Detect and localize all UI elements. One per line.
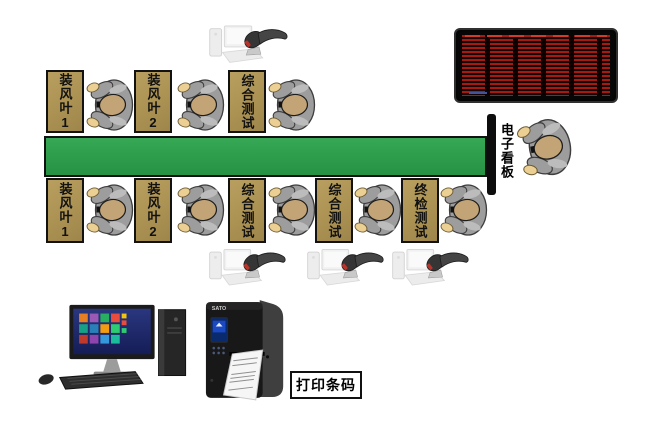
- worker-icon: [84, 78, 134, 132]
- print-barcode-caption: 打印条码: [290, 371, 362, 399]
- led-display-content: [462, 35, 610, 96]
- kanban-mount-bar: [487, 114, 496, 195]
- label-printer-icon: [203, 296, 291, 406]
- station-top-1: 装风叶1: [46, 70, 84, 133]
- station-bottom-1: 装风叶1: [46, 178, 84, 243]
- pc-scanner-icon: [207, 248, 289, 290]
- pc-scanner-icon: [305, 248, 387, 290]
- station-top-2: 装风叶2: [134, 70, 172, 133]
- station-bottom-3: 综合测试: [228, 178, 266, 243]
- worker-icon: [266, 183, 316, 237]
- worker-icon: [175, 183, 225, 237]
- kanban-label: 电子看板: [499, 123, 514, 179]
- pc-scanner-icon: [203, 25, 295, 67]
- worker-icon: [84, 183, 134, 237]
- conveyor-belt: [44, 136, 487, 177]
- station-bottom-4: 综合测试: [315, 178, 353, 243]
- led-cursor: [469, 92, 487, 94]
- station-top-3: 综合测试: [228, 70, 266, 133]
- desktop-computer-icon: [33, 300, 191, 392]
- worker-icon: [352, 183, 402, 237]
- station-bottom-5: 终检测试: [401, 178, 439, 243]
- worker-icon: [512, 113, 577, 184]
- worker-icon: [175, 78, 225, 132]
- led-display-board: [454, 28, 618, 103]
- station-bottom-2: 装风叶2: [134, 178, 172, 243]
- worker-icon: [438, 183, 488, 237]
- worker-icon: [266, 78, 316, 132]
- pc-scanner-icon: [390, 248, 472, 290]
